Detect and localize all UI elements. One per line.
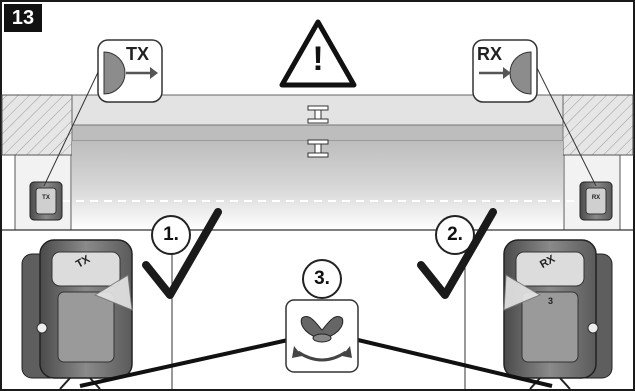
right-wall — [562, 94, 634, 156]
checkmark-icon — [142, 208, 222, 299]
warning-symbol: ! — [312, 40, 324, 78]
rx-mounted-device: RX — [579, 181, 613, 221]
wing-nut-icon — [300, 316, 344, 343]
svg-text:TX: TX — [42, 195, 50, 201]
checkmark-icon — [417, 208, 497, 299]
rx-callout — [472, 39, 538, 103]
step-1-label: 1. — [163, 224, 179, 245]
lintel-edge — [71, 124, 564, 142]
tx-transmitter-icon — [103, 51, 126, 95]
figure-number: 13 — [11, 7, 35, 29]
rx-device-marker: 3 — [548, 296, 554, 306]
beam-symbol-bottom — [307, 139, 329, 158]
step-3-label: 3. — [314, 268, 330, 289]
step-2-label: 2. — [447, 224, 463, 245]
warning-icon — [279, 19, 357, 88]
rx-device-large — [503, 239, 613, 390]
tx-mounted-device: TX — [29, 181, 63, 221]
tx-label: TX — [126, 44, 150, 64]
step-2-circle — [435, 215, 475, 255]
left-wall — [1, 94, 73, 156]
tx-callout — [97, 39, 163, 103]
figure-number-badge — [4, 4, 42, 32]
tx-device-large — [21, 239, 133, 390]
rx-label: RX — [477, 44, 503, 64]
beam-symbol-top — [307, 105, 329, 124]
svg-text:RX: RX — [592, 195, 600, 201]
step-3-circle — [302, 259, 342, 299]
step-1-circle — [151, 215, 191, 255]
rx-receiver-icon — [509, 51, 532, 95]
wing-nut-callout — [285, 299, 359, 373]
rotate-arrow-icon — [292, 346, 352, 362]
